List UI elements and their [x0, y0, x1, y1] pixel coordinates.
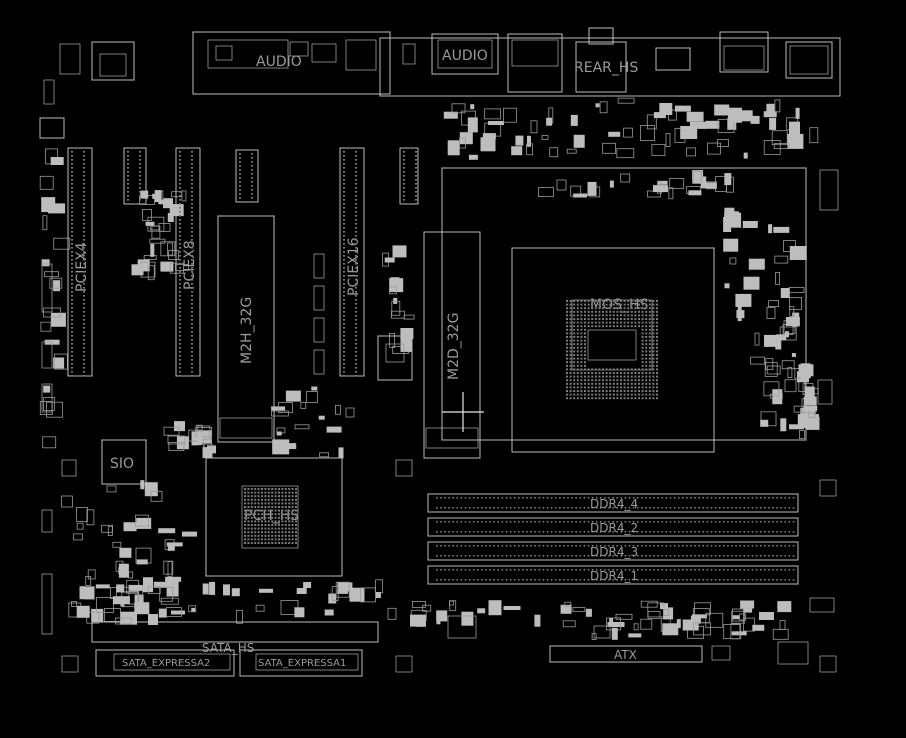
ddr4-3-label: DDR4_3	[590, 545, 638, 559]
rear-io-area: AUDIO AUDIO REAR_HS	[39, 27, 841, 139]
audio-rear-label: AUDIO	[442, 48, 488, 64]
sata-express1-label: SATA_EXPRESSA1	[258, 658, 346, 669]
sio-label: SIO	[110, 456, 134, 472]
pciex8-label: PCIEX8	[182, 240, 198, 290]
cpu-pad-grid	[566, 300, 658, 400]
atx-connector: ATX	[447, 597, 835, 665]
m2d-label: M2D_32G	[446, 313, 462, 380]
rear-hs-label: REAR_HS	[574, 60, 638, 76]
sata-hs-label: SATA_HS	[202, 641, 254, 655]
audio-top-label: AUDIO	[256, 54, 302, 70]
m2h-label: M2H_32G	[239, 297, 255, 364]
sata-express2-label: SATA_EXPRESSA2	[122, 658, 210, 669]
component-clusters	[39, 97, 820, 640]
mos-hs-label: MOS_HS	[590, 297, 649, 313]
pch-pad-grid	[244, 488, 297, 544]
sata-area: SATA_HS SATA_EXPRESSA2 SATA_EXPRESSA1	[91, 621, 379, 677]
ddr4-4-label: DDR4_4	[590, 497, 638, 511]
pch-hs-label: PCH_HS	[244, 508, 299, 524]
m2-slots: M2H_32G M2D_32G	[217, 215, 484, 459]
cpu-socket-area: MOS_HS	[441, 167, 807, 453]
ddr4-slots: DDR4_4 DDR4_2 DDR4_3 DDR4_1	[71, 151, 799, 585]
pcie-slots: PCIEX4 PCIEX8 PCIEX16	[67, 147, 419, 377]
pciex16-label: PCIEX16	[346, 237, 362, 296]
ddr4-2-label: DDR4_2	[590, 521, 638, 535]
atx-label: ATX	[614, 648, 637, 662]
pch-area: PCH_HS	[205, 457, 343, 577]
pciex4-label: PCIEX4	[74, 242, 90, 292]
ddr4-1-label: DDR4_1	[590, 569, 638, 583]
sio-chip: SIO	[101, 439, 147, 485]
left-headers	[41, 169, 839, 673]
